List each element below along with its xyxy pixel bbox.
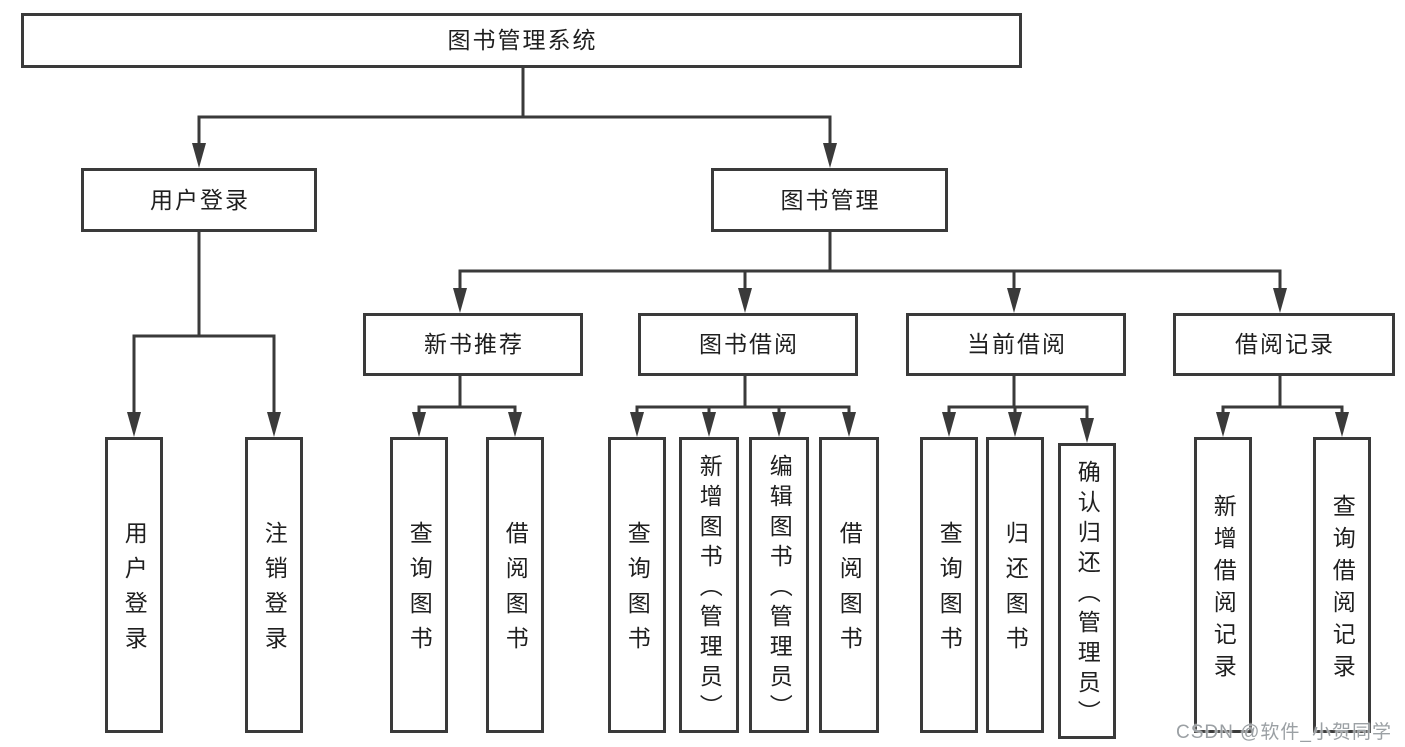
node-book-borrow: 图书借阅 — [638, 313, 858, 376]
node-label: 新增借阅记录 — [1210, 493, 1237, 686]
node-leaf-logout: 注销登录 — [245, 437, 303, 733]
node-label: 图书管理 — [780, 186, 881, 213]
node-book-mgmt: 图书管理 — [711, 168, 948, 232]
node-rec-query-book: 查询图书 — [390, 437, 448, 733]
node-label: 确认归还（管理员） — [1074, 459, 1101, 730]
node-current-borrow: 当前借阅 — [906, 313, 1126, 376]
node-label: 查询借阅记录 — [1329, 493, 1356, 686]
node-label: 借阅图书 — [836, 521, 863, 661]
node-bb-edit-book: 编辑图书（管理员） — [749, 437, 809, 733]
node-label: 新书推荐 — [424, 331, 524, 358]
node-bb-query-book: 查询图书 — [608, 437, 666, 733]
node-rec-borrow-book: 借阅图书 — [486, 437, 544, 733]
node-new-book-rec: 新书推荐 — [363, 313, 583, 376]
node-label: 用户登录 — [121, 521, 148, 661]
node-label: 图书管理系统 — [447, 27, 598, 54]
node-root: 图书管理系统 — [21, 13, 1022, 68]
node-rec2-query-record: 查询借阅记录 — [1313, 437, 1371, 733]
node-label: 注销登录 — [261, 521, 288, 661]
watermark-text: CSDN @软件_小贺同学 — [1176, 722, 1392, 743]
node-cur-confirm-return: 确认归还（管理员） — [1058, 443, 1116, 739]
node-label: 查询图书 — [936, 521, 963, 661]
node-cur-return-book: 归还图书 — [986, 437, 1044, 733]
node-label: 用户登录 — [150, 186, 250, 213]
node-label: 查询图书 — [624, 521, 651, 661]
node-borrow-records: 借阅记录 — [1173, 313, 1395, 376]
node-label: 查询图书 — [406, 521, 433, 661]
node-label: 新增图书（管理员） — [696, 453, 723, 724]
node-cur-query-book: 查询图书 — [920, 437, 978, 733]
node-label: 当前借阅 — [967, 331, 1067, 358]
node-label: 图书借阅 — [699, 331, 799, 358]
node-bb-add-book: 新增图书（管理员） — [679, 437, 739, 733]
node-leaf-user-login: 用户登录 — [105, 437, 163, 733]
node-bb-borrow-book: 借阅图书 — [819, 437, 879, 733]
node-rec2-add-record: 新增借阅记录 — [1194, 437, 1252, 733]
node-label: 借阅记录 — [1235, 331, 1335, 358]
node-user-login: 用户登录 — [81, 168, 317, 232]
node-label: 归还图书 — [1002, 521, 1029, 661]
node-label: 借阅图书 — [502, 521, 529, 661]
node-label: 编辑图书（管理员） — [766, 453, 793, 724]
